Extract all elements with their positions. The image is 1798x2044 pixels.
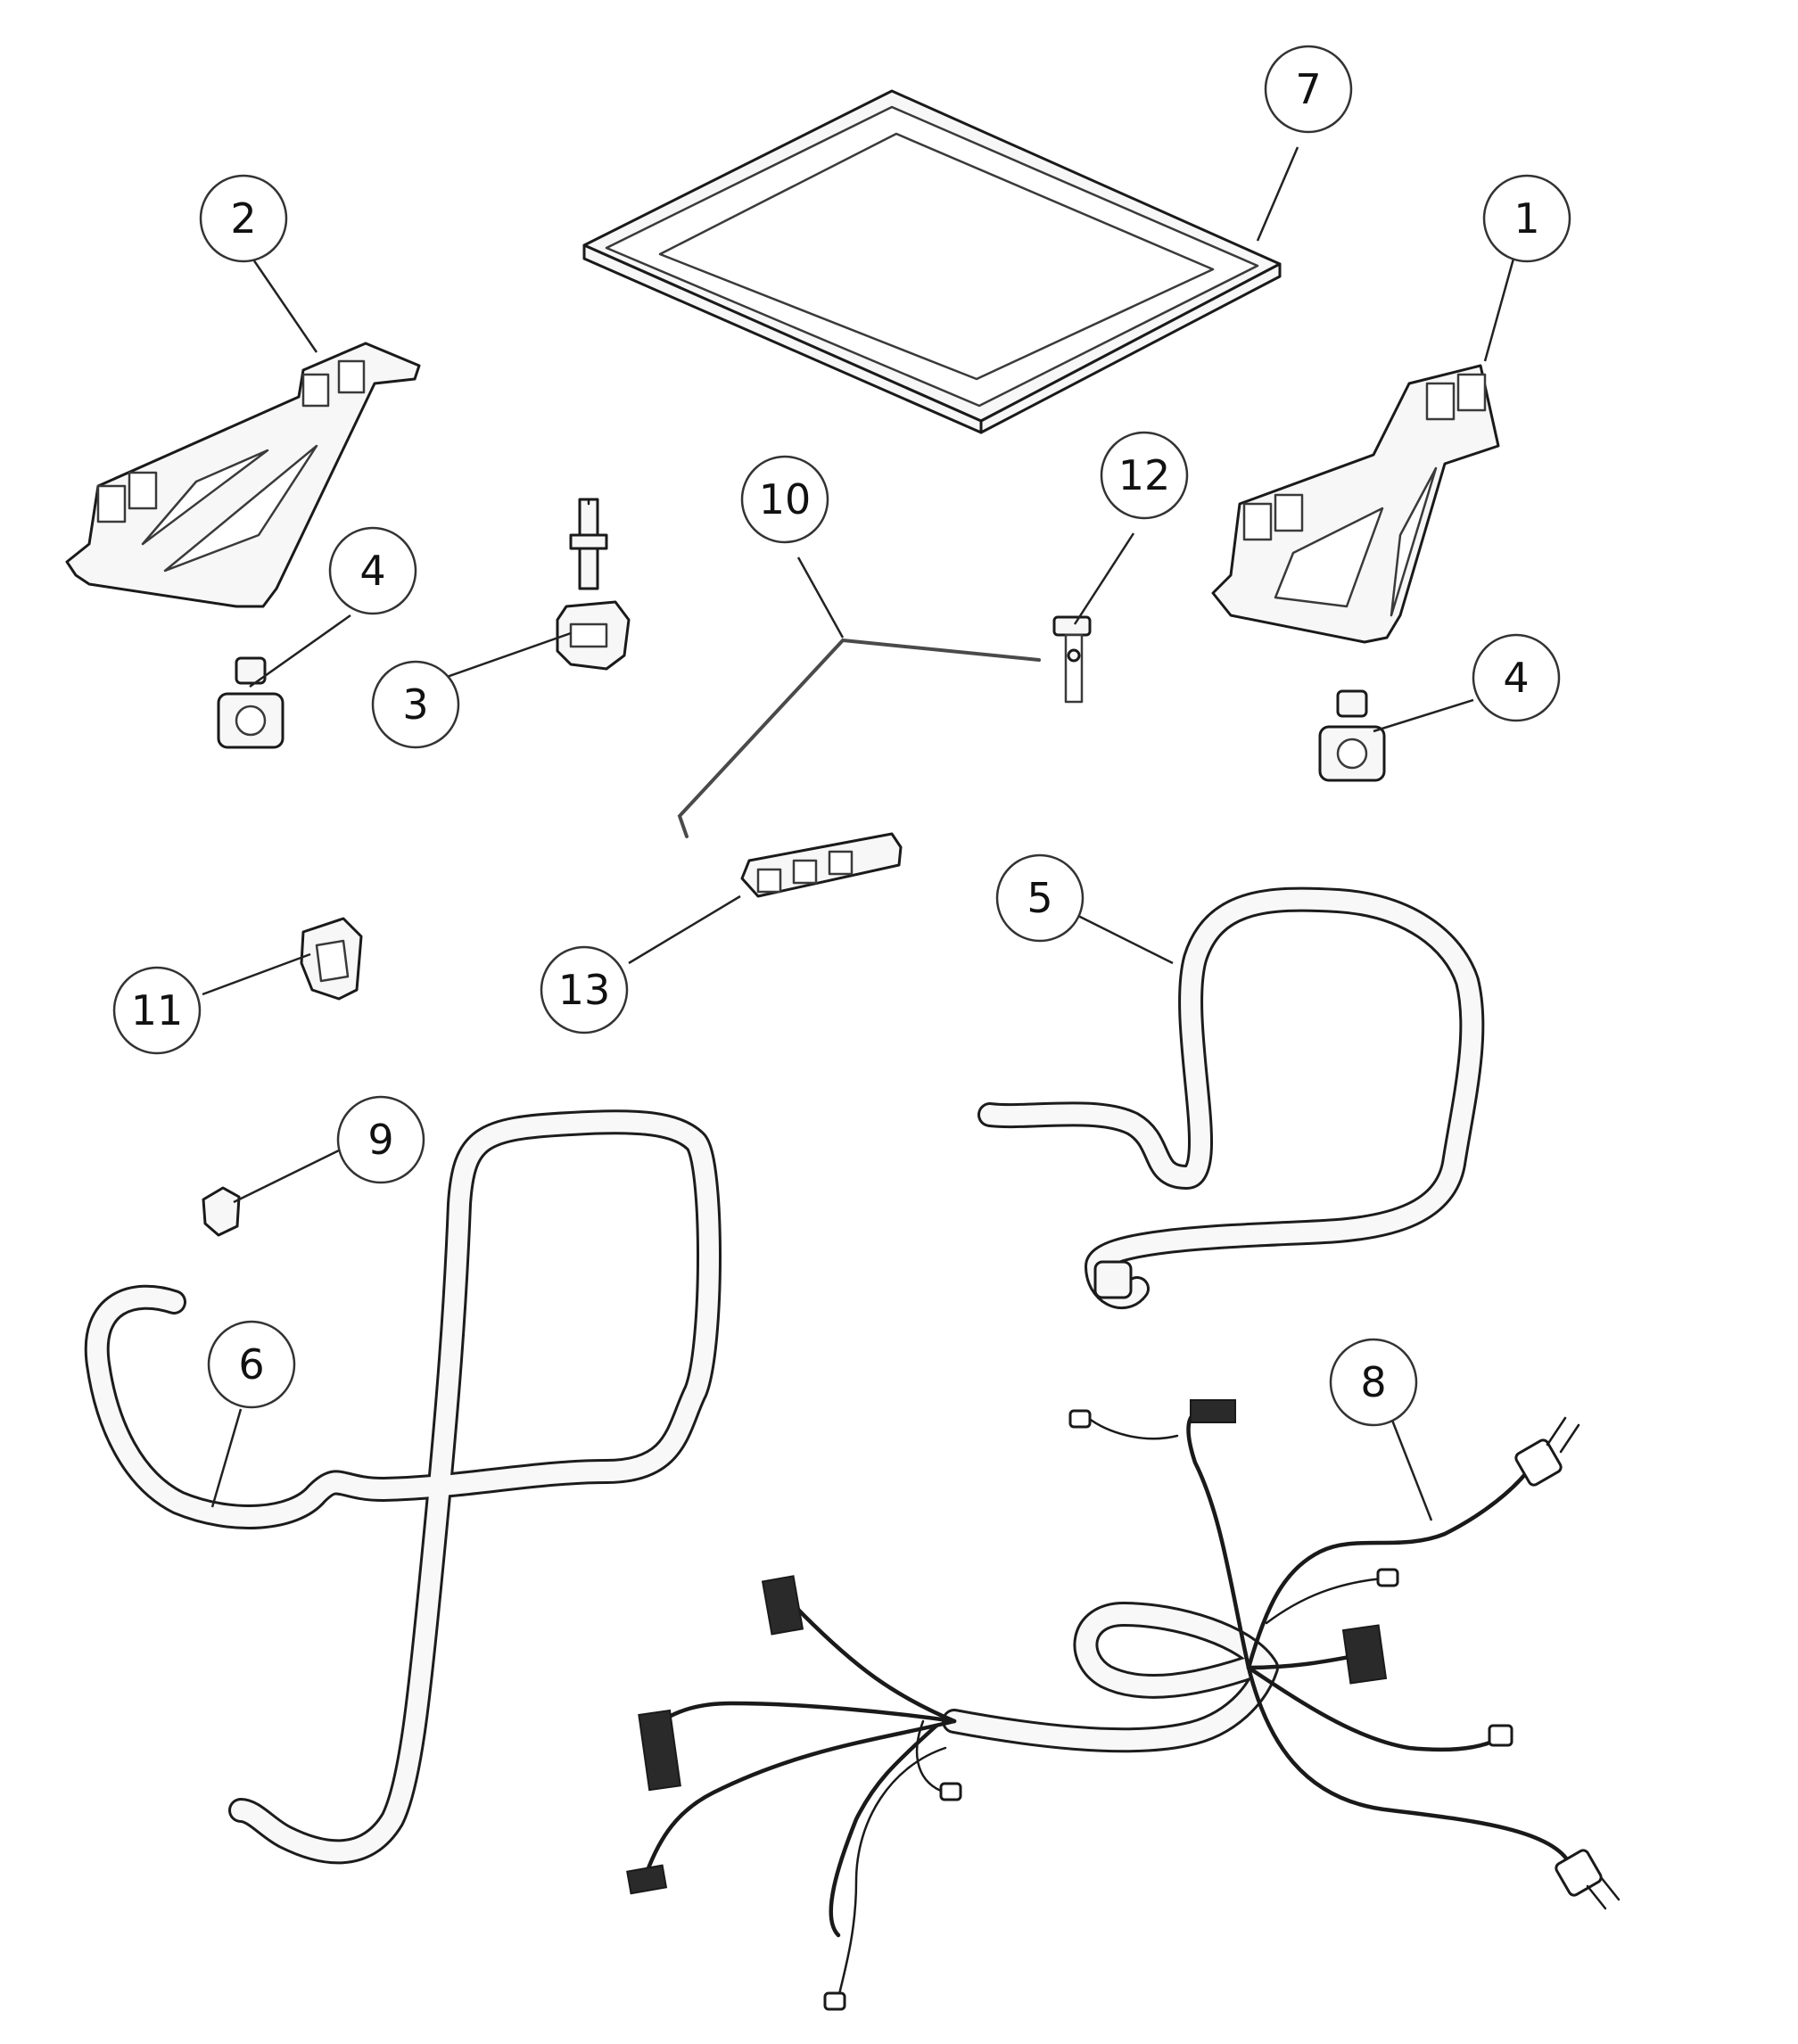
- callout-label: 12: [1118, 451, 1171, 499]
- callout-label: 6: [238, 1340, 264, 1389]
- part-7-top-frame: [582, 89, 1282, 434]
- part-3-sensor: [556, 498, 631, 671]
- callout-label: 13: [558, 966, 611, 1014]
- callout-label: 1: [1513, 194, 1539, 243]
- callout-label: 8: [1360, 1358, 1386, 1406]
- part-10-rod: [677, 638, 1041, 838]
- callout-label: 2: [230, 194, 256, 243]
- callout-12[interactable]: 12: [1100, 431, 1189, 520]
- callout-4-left[interactable]: 4: [328, 526, 417, 615]
- part-1-right-bracket: [1211, 364, 1500, 644]
- part-11-small-bracket: [300, 917, 363, 1001]
- part-8-wire-harness: [626, 1399, 1621, 2011]
- part-9-small-clip: [202, 1186, 241, 1237]
- callout-6[interactable]: 6: [207, 1320, 296, 1409]
- callout-5[interactable]: 5: [995, 853, 1085, 943]
- part-2-left-bracket: [65, 342, 421, 608]
- callout-label: 11: [131, 986, 184, 1034]
- callout-7[interactable]: 7: [1264, 45, 1353, 134]
- callout-1[interactable]: 1: [1482, 174, 1571, 263]
- callout-9[interactable]: 9: [336, 1095, 425, 1184]
- callout-11[interactable]: 11: [112, 966, 202, 1055]
- callout-3[interactable]: 3: [371, 660, 460, 749]
- leader-lines: [202, 146, 1515, 1521]
- part-13-latch: [740, 832, 903, 898]
- part-4-clip-right: [1318, 689, 1386, 782]
- callout-label: 4: [1503, 654, 1529, 702]
- callout-label: 3: [402, 680, 428, 729]
- part-12-pin: [1052, 615, 1092, 704]
- callout-4-right[interactable]: 4: [1472, 633, 1561, 722]
- callout-label: 9: [367, 1116, 393, 1164]
- callout-10[interactable]: 10: [740, 455, 829, 544]
- part-6-hose: [84, 1109, 722, 1865]
- callout-13[interactable]: 13: [540, 945, 629, 1034]
- callout-2[interactable]: 2: [199, 174, 288, 263]
- callout-8[interactable]: 8: [1329, 1338, 1418, 1427]
- callout-label: 10: [759, 475, 812, 523]
- callouts: 1 2 3 4 4 5 6 7: [112, 45, 1571, 1427]
- callout-label: 4: [359, 547, 385, 595]
- callout-label: 7: [1295, 65, 1321, 113]
- part-5-hose: [977, 886, 1485, 1310]
- part-4-clip-left: [217, 656, 285, 749]
- callout-label: 5: [1027, 874, 1052, 922]
